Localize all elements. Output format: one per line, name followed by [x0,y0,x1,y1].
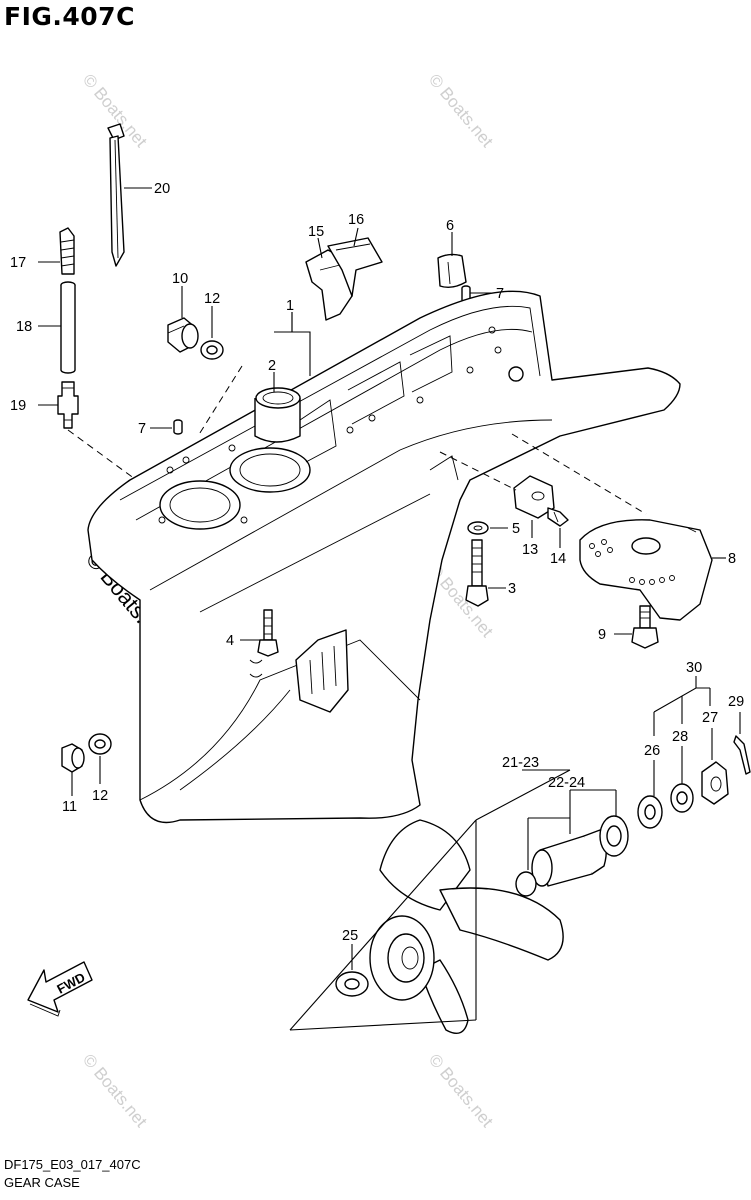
callout-3: 3 [508,581,516,597]
callout-27: 27 [702,710,718,726]
part-19-fitting[interactable] [57,381,79,429]
part-22-24-washer[interactable] [599,815,629,857]
callout-7b: 7 [496,286,504,302]
part-22-24-bushing[interactable] [515,829,607,897]
callout-28: 28 [672,729,688,745]
fwd-label: FWD [54,969,87,996]
callout-14: 14 [550,551,566,567]
figure-name: GEAR CASE [4,1175,80,1190]
part-27-nut[interactable] [701,761,729,805]
callout-15: 15 [308,224,324,240]
part-28-washer[interactable] [670,783,694,813]
part-3-bolt[interactable] [465,539,489,607]
callout-labels: 1 2 3 4 5 6 7 7 8 9 10 11 12 12 13 14 15… [10,181,744,944]
part-25-spacer[interactable] [335,971,369,997]
fwd-arrow: FWD [27,961,93,1017]
callout-19: 19 [10,398,26,414]
watermark-2: © Boats.net [425,70,497,151]
callout-18: 18 [16,319,32,335]
gear-case-housing[interactable] [87,290,681,824]
part-11-plug[interactable] [61,743,85,773]
part-6-cover[interactable] [437,253,467,289]
part-20-cable-tie[interactable] [107,123,125,267]
callout-2: 2 [268,358,276,374]
part-10-plug[interactable] [167,317,199,353]
part-16-bracket[interactable] [327,237,383,297]
callout-4: 4 [226,633,234,649]
propeller-assembly[interactable] [369,819,564,1034]
callout-17: 17 [10,255,26,271]
callout-1: 1 [286,298,294,314]
watermark-5: © Boats.net [425,1050,497,1131]
callout-29: 29 [728,694,744,710]
part-4-bolt[interactable] [257,609,279,657]
callout-13: 13 [522,542,538,558]
part-18-tube[interactable] [60,281,76,374]
callout-30: 30 [686,660,702,676]
callout-8: 8 [728,551,736,567]
part-12-washer-lower[interactable] [88,733,112,755]
part-26-washer[interactable] [637,795,663,829]
part-12-washer-top[interactable] [200,340,224,360]
figure-title: FIG.407C [4,2,135,31]
part-5-washer[interactable] [467,521,489,535]
part-7-pin-left[interactable] [173,419,183,435]
part-13-anode[interactable] [513,475,555,519]
callout-16: 16 [348,212,364,228]
figure-code: DF175_E03_017_407C [4,1157,141,1172]
callout-25: 25 [342,928,358,944]
callout-26: 26 [644,743,660,759]
callout-21-23: 21-23 [502,755,539,771]
callout-12a: 12 [204,291,220,307]
callout-10: 10 [172,271,188,287]
part-9-bolt[interactable] [631,605,659,649]
part-29-cotter-pin[interactable] [733,735,751,775]
watermark-4: © Boats.net [79,1050,151,1131]
callout-20: 20 [154,181,170,197]
callout-22-24: 22-24 [548,775,585,791]
callout-11: 11 [62,799,77,815]
callout-5: 5 [512,521,520,537]
callout-12b: 12 [92,788,108,804]
callout-7a: 7 [138,421,146,437]
part-8-trim-tab[interactable] [579,519,713,621]
part-14-bolt[interactable] [547,507,569,527]
part-17-fitting[interactable] [59,227,75,275]
callout-6: 6 [446,218,454,234]
callout-9: 9 [598,627,606,643]
